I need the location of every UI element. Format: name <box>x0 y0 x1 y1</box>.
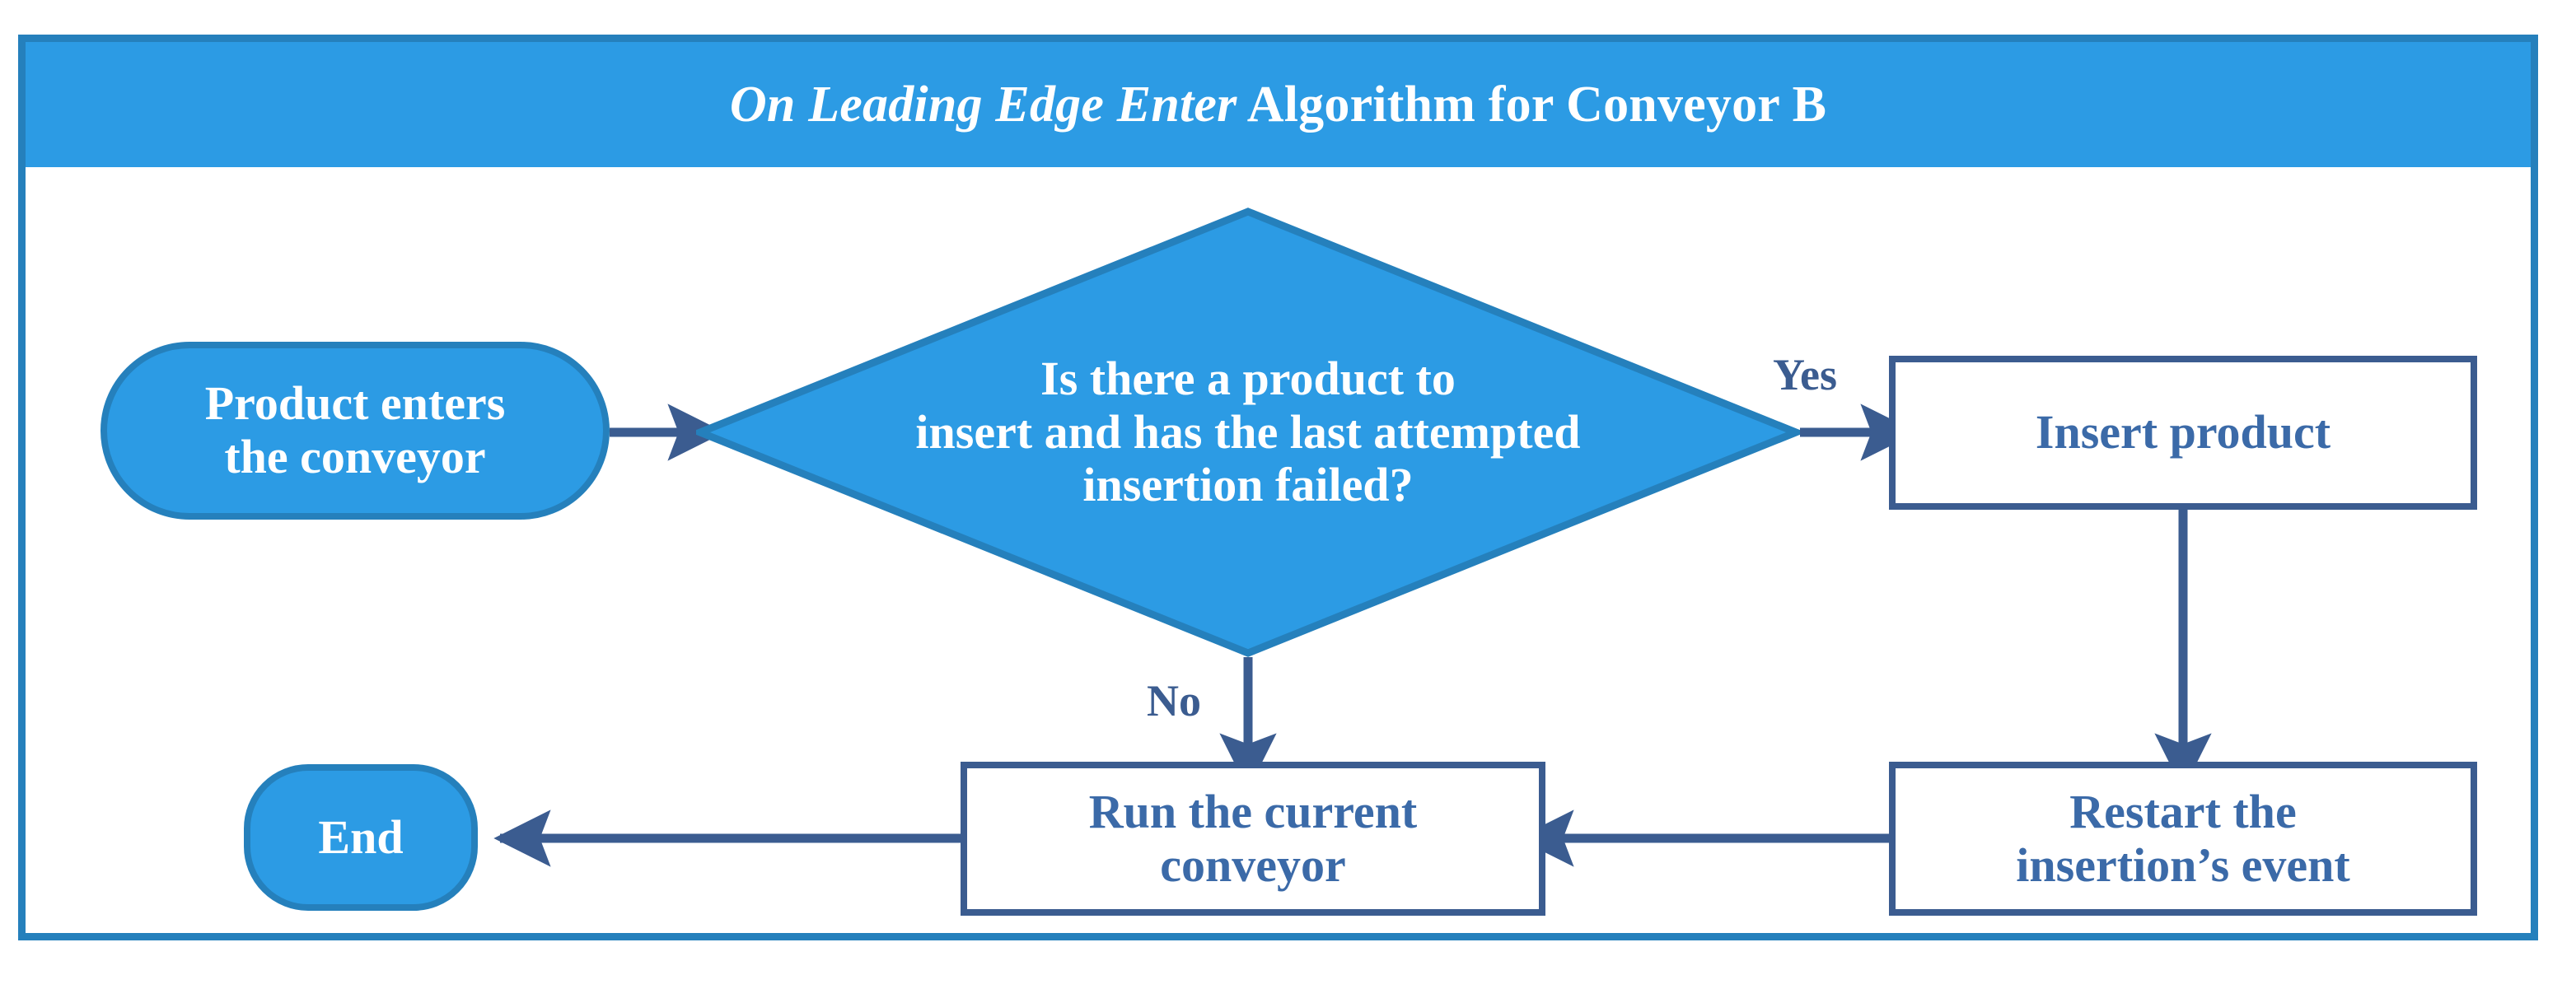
node-product-enters-conveyor[interactable]: Product enters the conveyor <box>101 342 610 520</box>
edge-label-yes: Yes <box>1773 350 1837 399</box>
diagram-title-bar: On Leading Edge Enter Algorithm for Conv… <box>26 42 2531 167</box>
node-label: End <box>318 809 404 864</box>
node-end[interactable]: End <box>244 764 478 911</box>
node-label: Run the current conveyor <box>1088 784 1418 892</box>
page-title-rest: Algorithm for Conveyor B <box>1237 77 1827 133</box>
node-label: Product enters the conveyor <box>204 376 506 483</box>
diamond-shape <box>696 208 1800 657</box>
page-title: On Leading Edge Enter Algorithm for Conv… <box>730 79 1826 130</box>
node-decision-product-to-insert[interactable]: Is there a product to insert and has the… <box>696 208 1800 657</box>
edge-label-no: No <box>1147 676 1201 725</box>
node-label: Restart the insertion’s event <box>2016 784 2350 892</box>
page-title-emphasis: On Leading Edge Enter <box>729 77 1237 133</box>
node-restart-insertion-event[interactable]: Restart the insertion’s event <box>1889 762 2477 916</box>
node-run-current-conveyor[interactable]: Run the current conveyor <box>961 762 1545 916</box>
node-label: Insert product <box>2035 405 2331 460</box>
node-insert-product[interactable]: Insert product <box>1889 356 2477 510</box>
